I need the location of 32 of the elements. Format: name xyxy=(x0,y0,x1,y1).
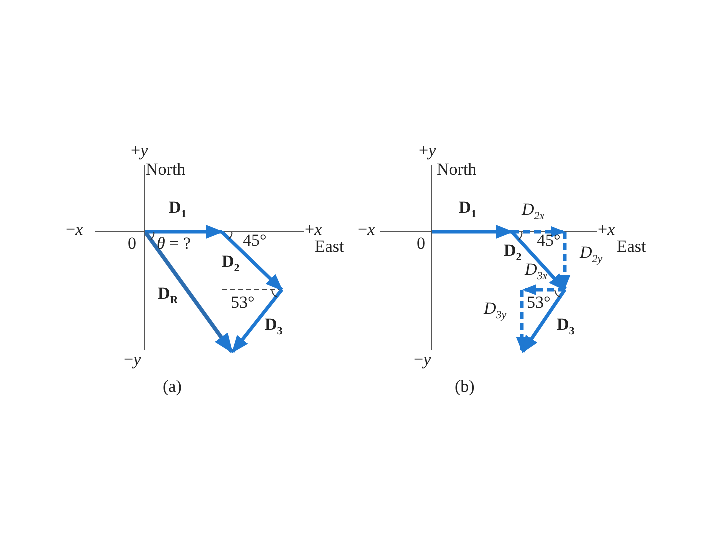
axis-label: (a) xyxy=(163,378,182,395)
axis-label: θ = ? xyxy=(157,235,191,252)
axis-label: 45° xyxy=(243,232,267,249)
axis-label: −x xyxy=(66,221,84,238)
axis-label: +y xyxy=(419,142,436,159)
axis-label: North xyxy=(437,161,477,178)
axis-label: East xyxy=(617,238,646,255)
component-label: D$_{2x}$ xyxy=(522,201,545,222)
vector-label: D$_{3}$ xyxy=(557,316,575,338)
vector-label: D$_{1}$ xyxy=(459,199,477,220)
vector-label: D$_{2}$ xyxy=(222,253,240,274)
axis-label: −x xyxy=(358,221,376,238)
axis-label: −y xyxy=(414,351,432,368)
axis-label: (b) xyxy=(455,378,475,395)
axis-label: 45° xyxy=(537,232,561,249)
axis-label: North xyxy=(146,161,186,178)
axis-label: 53° xyxy=(527,294,551,311)
axis-label: 53° xyxy=(231,294,255,311)
axis-label: −y xyxy=(124,351,142,368)
component-label: D$_{2y}$ xyxy=(580,244,603,266)
axis-label: +x xyxy=(598,221,616,238)
component-label: D$_{3x}$ xyxy=(525,261,548,282)
axis-label: +x xyxy=(305,221,322,238)
vector-label: D$_{R}$ xyxy=(158,285,178,306)
axis-label: 0 xyxy=(128,235,136,252)
axis-label: +y xyxy=(131,142,148,159)
vector-label: D$_{2}$ xyxy=(504,242,522,264)
axis-label: 0 xyxy=(417,235,426,252)
axis-label: East xyxy=(315,238,344,255)
vector-label: D$_{3}$ xyxy=(265,316,283,338)
component-label: D$_{3y}$ xyxy=(484,300,507,322)
vector-label: D$_{1}$ xyxy=(169,199,187,220)
